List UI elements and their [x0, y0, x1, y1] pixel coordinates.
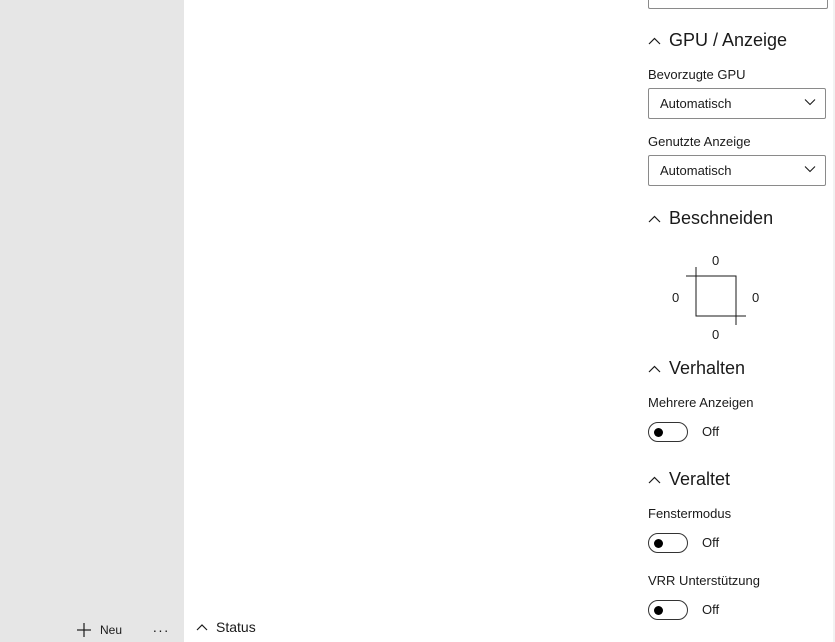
window-mode-state: Off: [702, 535, 720, 550]
scrollbar[interactable]: [833, 0, 835, 642]
preferred-gpu-label: Bevorzugte GPU: [648, 67, 746, 82]
preferred-gpu-dropdown[interactable]: Automatisch: [648, 88, 826, 119]
chevron-up-icon: [196, 624, 208, 631]
section-header-crop[interactable]: Beschneiden: [648, 208, 773, 229]
multiple-displays-label: Mehrere Anzeigen: [648, 395, 754, 410]
crop-bottom-value[interactable]: 0: [712, 327, 720, 342]
used-display-label: Genutzte Anzeige: [648, 134, 751, 149]
multiple-displays-state: Off: [702, 424, 720, 439]
toggle-knob: [654, 606, 663, 615]
used-display-dropdown[interactable]: Automatisch: [648, 155, 826, 186]
chevron-up-icon: [648, 476, 661, 483]
crop-right-value[interactable]: 0: [752, 290, 760, 305]
status-label: Status: [216, 619, 256, 635]
crop-left-value[interactable]: 0: [672, 290, 680, 305]
partial-input-field[interactable]: [648, 0, 828, 9]
chevron-up-icon: [648, 365, 661, 372]
status-expander[interactable]: Status: [196, 619, 256, 635]
vrr-support-toggle[interactable]: [648, 600, 688, 620]
section-title-crop: Beschneiden: [669, 208, 774, 228]
section-title-legacy: Veraltet: [669, 469, 731, 489]
preferred-gpu-value: Automatisch: [660, 96, 732, 111]
section-header-gpu[interactable]: GPU / Anzeige: [648, 30, 787, 51]
crop-icon: [686, 267, 746, 325]
used-display-value: Automatisch: [660, 163, 732, 178]
chevron-down-icon: [804, 166, 816, 173]
vrr-support-label: VRR Unterstützung: [648, 573, 760, 588]
chevron-up-icon: [648, 37, 661, 44]
window-mode-toggle[interactable]: [648, 533, 688, 553]
window-mode-label: Fenstermodus: [648, 506, 732, 521]
plus-icon: [77, 623, 91, 637]
chevron-up-icon: [648, 215, 661, 222]
toggle-knob: [654, 539, 663, 548]
sidebar-pane: [0, 0, 184, 642]
crop-top-value[interactable]: 0: [712, 253, 720, 268]
section-title-behavior: Verhalten: [669, 358, 746, 378]
toggle-knob: [654, 428, 663, 437]
crop-editor: 0 0 0 0: [668, 250, 764, 342]
chevron-down-icon: [804, 99, 816, 106]
multiple-displays-toggle[interactable]: [648, 422, 688, 442]
section-title-gpu: GPU / Anzeige: [669, 30, 788, 50]
section-header-legacy[interactable]: Veraltet: [648, 469, 730, 490]
new-button-label: Neu: [100, 623, 123, 637]
more-options-button[interactable]: ···: [152, 622, 170, 638]
new-button[interactable]: Neu: [76, 620, 122, 640]
vrr-support-state: Off: [702, 602, 720, 617]
section-header-behavior[interactable]: Verhalten: [648, 358, 745, 379]
